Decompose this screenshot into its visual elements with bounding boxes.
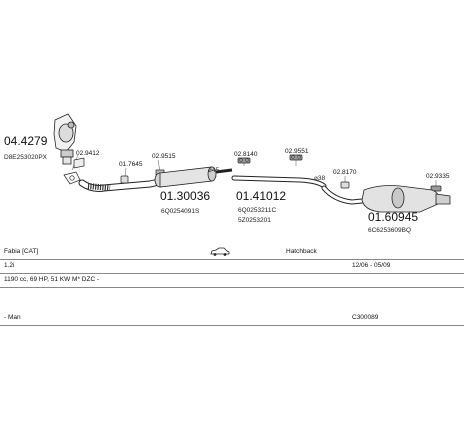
part-number-01-30036: 01.30036	[160, 189, 210, 203]
part-number-01-41012: 01.41012	[236, 189, 286, 203]
info-row-gearbox: - Man C300089	[0, 312, 464, 326]
rubber-hanger-02-8140	[237, 157, 251, 164]
ref-6q0253211c: 6Q0253211C	[238, 207, 276, 214]
intermediate-pipe	[231, 175, 327, 189]
rear-silencer	[361, 185, 451, 213]
clamp-02-8170	[340, 181, 350, 189]
clamp-01-7645	[120, 175, 129, 184]
info-row-model: Fabia [CAT] Hatchback	[0, 246, 464, 260]
car-body-icon	[210, 247, 230, 258]
catalytic-converter	[53, 113, 77, 165]
part-number-02-9412: 02.9412	[76, 150, 100, 157]
dimension-45: ⌀45	[208, 167, 220, 174]
exhaust-system-diagram: 04.4279 D8E253020PX 02.9412 01.7645 02.9…	[4, 113, 451, 234]
part-number-01-60945: 01.60945	[368, 210, 418, 224]
mounting-bracket-02-9412	[73, 157, 85, 169]
middle-silencer	[154, 166, 233, 188]
info-row-spec: 1190 cc, 69 HP, 51 KW M* DZC -	[0, 274, 464, 288]
ref-d8e253020px: D8E253020PX	[4, 154, 48, 161]
part-labels: 04.4279 D8E253020PX 02.9412 01.7645 02.9…	[4, 134, 450, 234]
diagram-code: C300089	[352, 314, 379, 321]
part-number-02-8170: 02.8170	[333, 169, 357, 176]
ref-6c6253609bq: 6C6253609BQ	[368, 227, 411, 234]
rubber-hanger-02-9335	[430, 185, 442, 192]
ref-6q0254091s: 6Q0254091S	[161, 208, 200, 215]
part-number-02-8140: 02.8140	[234, 151, 258, 158]
flange-gasket	[63, 171, 81, 185]
info-row-blank	[0, 288, 464, 301]
part-number-02-9551: 02.9551	[285, 148, 309, 155]
gearbox-type: - Man	[4, 314, 21, 321]
rear-connector	[321, 185, 375, 205]
part-number-02-9335: 02.9335	[426, 173, 450, 180]
info-row-engine: 1.2i 12/06 - 05/09	[0, 260, 464, 274]
part-number-02-9515: 02.9515	[152, 153, 176, 160]
vehicle-model: Fabia [CAT]	[4, 248, 39, 255]
vehicle-body-type: Hatchback	[286, 248, 317, 255]
rubber-hanger-02-9551	[289, 154, 303, 161]
vehicle-engine: 1.2i	[4, 262, 15, 269]
part-number-04-4279: 04.4279	[4, 134, 48, 148]
part-number-01-7645: 01.7645	[119, 161, 143, 168]
dimension-38: ⌀38	[314, 175, 326, 182]
production-period: 12/06 - 05/09	[352, 262, 391, 269]
ref-5z0253201: 5Z0253201	[238, 217, 271, 224]
engine-spec: 1190 cc, 69 HP, 51 KW M* DZC -	[4, 276, 100, 283]
front-pipe	[78, 176, 172, 192]
